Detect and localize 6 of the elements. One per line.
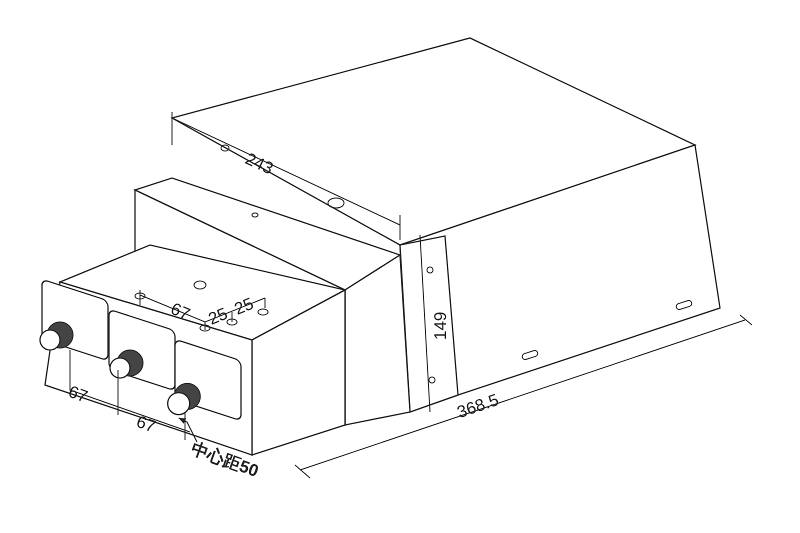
leader-line: [178, 418, 198, 442]
callout-text: 中心距50: [189, 440, 261, 480]
dimension-label: 67: [168, 300, 192, 324]
dimension-label: 149: [432, 312, 449, 340]
dimension-label: 25: [232, 294, 256, 318]
dimension-label: 25: [206, 304, 230, 328]
